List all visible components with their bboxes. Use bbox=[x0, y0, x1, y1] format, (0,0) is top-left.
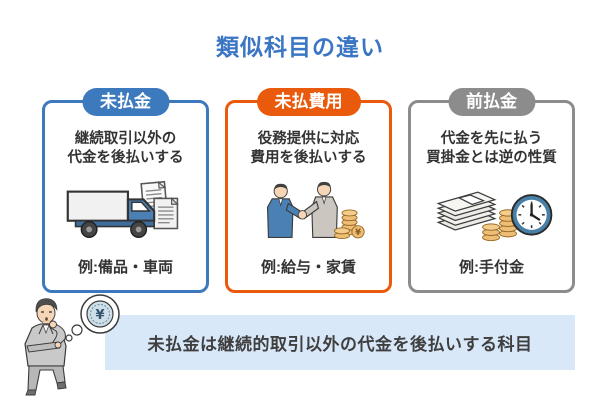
desc-line1: 役務提供に対応 bbox=[257, 131, 360, 147]
handshake-coins-icon: ¥ bbox=[228, 168, 389, 256]
yen-mark: ¥ bbox=[355, 227, 361, 237]
card-miharaikin: 未払金 継続取引以外の 代金を後払いする bbox=[42, 88, 209, 293]
desc-line1: 代金を先に払う bbox=[440, 131, 543, 147]
card-badge: 未払金 bbox=[82, 88, 169, 117]
card-badge: 未払費用 bbox=[256, 88, 361, 117]
thinking-person-icon: ¥ bbox=[8, 288, 146, 400]
truck-documents-icon bbox=[45, 168, 206, 256]
cash-clock-icon bbox=[411, 168, 572, 256]
page-title: 類似科目の違い bbox=[216, 34, 384, 60]
desc-line2: 費用を後払いする bbox=[250, 150, 367, 167]
card-description: 代金を先に払う 買掛金とは逆の性質 bbox=[426, 130, 557, 168]
desc-line1: 継続取引以外の bbox=[74, 131, 177, 147]
card-miharaihiyou: 未払費用 役務提供に対応 費用を後払いする bbox=[225, 88, 392, 293]
cards-row: 未払金 継続取引以外の 代金を後払いする bbox=[42, 88, 575, 293]
summary-text: 未払金は継続的取引以外の代金を後払いする科目 bbox=[147, 335, 533, 354]
card-example: 例:給与・家賃 bbox=[261, 259, 356, 276]
card-description: 継続取引以外の 代金を後払いする bbox=[68, 130, 184, 168]
card-description: 役務提供に対応 費用を後払いする bbox=[251, 130, 367, 168]
summary-banner: 未払金は継続的取引以外の代金を後払いする科目 bbox=[105, 315, 575, 370]
yen-coin-symbol: ¥ bbox=[95, 308, 104, 323]
card-maebaraikin: 前払金 代金を先に払う 買掛金とは逆の性質 bbox=[408, 88, 575, 293]
card-badge: 前払金 bbox=[448, 88, 535, 117]
card-example: 例:備品・車両 bbox=[78, 259, 173, 276]
desc-line2: 代金を後払いする bbox=[67, 150, 184, 167]
card-example: 例:手付金 bbox=[459, 259, 524, 276]
desc-line2: 買掛金とは逆の性質 bbox=[426, 150, 557, 167]
